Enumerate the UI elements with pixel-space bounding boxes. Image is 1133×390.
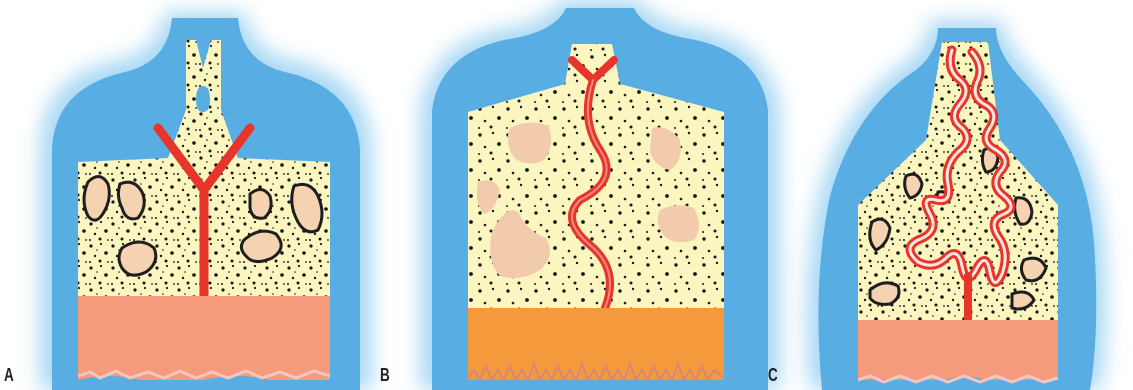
panel-b-inclusion xyxy=(508,122,551,163)
panel-c-inclusion xyxy=(1015,198,1032,224)
panel-label-c: C xyxy=(768,365,778,386)
panel-b xyxy=(420,0,780,390)
panel-a-band xyxy=(78,296,330,380)
panel-a-inclusion xyxy=(241,231,281,261)
panel-a-inclusion xyxy=(119,242,156,275)
panel-c xyxy=(807,20,1107,390)
panel-b-fringe xyxy=(468,380,724,390)
panel-c-inclusion xyxy=(1021,258,1046,281)
panel-a-apical-pore xyxy=(196,86,210,112)
panel-c-inclusion xyxy=(870,283,899,305)
panel-c-band xyxy=(858,320,1058,380)
panel-a xyxy=(40,12,372,390)
panel-a-inclusion xyxy=(250,189,271,218)
panel-label-a: A xyxy=(4,365,14,386)
panel-label-b: B xyxy=(380,365,390,386)
panel-b-band xyxy=(468,308,724,380)
